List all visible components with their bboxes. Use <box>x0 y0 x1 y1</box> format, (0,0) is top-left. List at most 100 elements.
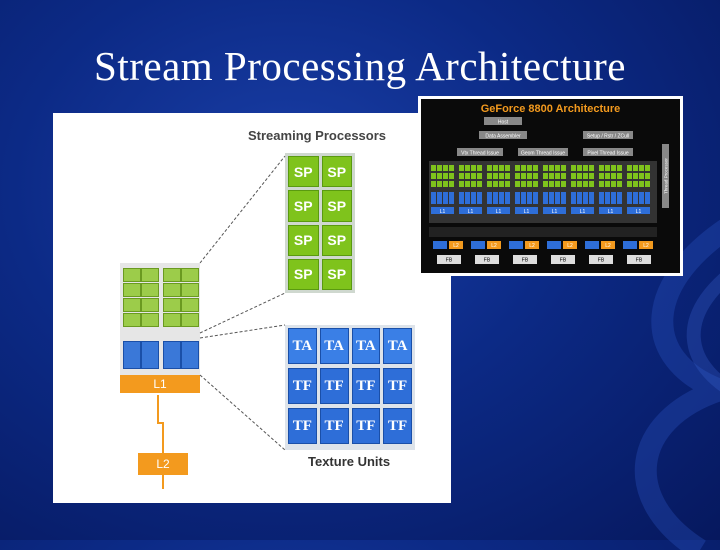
inset-tex-block <box>437 192 442 204</box>
inset-rop-block <box>547 241 561 249</box>
connector-line <box>199 155 286 264</box>
texture-unit-grid: TA TA TA TA TF TF TF TF TF TF TF TF <box>285 325 415 450</box>
mini-sp-block <box>141 268 159 282</box>
l1-cache-block: L1 <box>120 375 200 393</box>
sp-unit: SP <box>321 224 352 256</box>
connector-line <box>199 292 286 334</box>
texture-filter-unit: TF <box>319 368 349 404</box>
host-label: Host <box>498 120 509 126</box>
inset-l1-block <box>599 207 622 214</box>
inset-l1-block <box>459 207 482 214</box>
host-box <box>484 117 522 125</box>
inset-sp-block <box>627 165 632 171</box>
inset-l1-block <box>487 207 510 214</box>
inset-l2-block <box>525 241 539 249</box>
inset-sp-block <box>443 165 448 171</box>
inset-sp-block <box>493 181 498 187</box>
inset-sp-block <box>639 173 644 179</box>
inset-sp-block <box>633 165 638 171</box>
inset-fb-block <box>437 255 461 264</box>
texture-address-unit: TA <box>288 328 317 364</box>
inset-sp-block <box>515 173 520 179</box>
mini-sp-block <box>141 313 159 327</box>
inset-sp-block <box>555 173 560 179</box>
texture-filter-unit: TF <box>288 408 317 444</box>
inset-sp-block <box>543 181 548 187</box>
inset-sp-block <box>505 173 510 179</box>
inset-rop-block <box>471 241 485 249</box>
inset-sp-block <box>437 165 442 171</box>
geforce-diagram-canvas: GeForce 8800 Architecture Host Data Asse… <box>421 99 680 273</box>
processor-cluster-mini <box>120 263 200 393</box>
inset-fb-label: FB <box>484 258 491 264</box>
inset-tex-block <box>605 192 610 204</box>
inset-tex-block <box>633 192 638 204</box>
geforce-inset-title: GeForce 8800 Architecture <box>480 103 621 115</box>
inset-tex-block <box>617 192 622 204</box>
inset-l1-label: L1 <box>468 209 474 215</box>
inset-tex-block <box>505 192 510 204</box>
geom-thread-issue-box <box>518 148 568 156</box>
mini-sp-block <box>123 283 141 297</box>
inset-sp-block <box>527 173 532 179</box>
inset-sp-block <box>627 173 632 179</box>
sp-unit: SP <box>288 224 319 256</box>
inset-sp-block <box>437 173 442 179</box>
inset-l2-label: L2 <box>643 243 649 249</box>
inset-sp-block <box>465 173 470 179</box>
inset-tex-block <box>561 192 566 204</box>
mini-texture-block <box>123 341 141 369</box>
mini-sp-block <box>141 283 159 297</box>
inset-sp-block <box>505 165 510 171</box>
inset-l2-label: L2 <box>529 243 535 249</box>
sp-unit: SP <box>288 258 319 290</box>
inset-sp-block <box>533 173 538 179</box>
inset-sp-block <box>431 165 436 171</box>
geforce-8800-inset: GeForce 8800 Architecture Host Data Asse… <box>418 96 683 276</box>
inset-l1-label: L1 <box>524 209 530 215</box>
inset-tex-block <box>493 192 498 204</box>
sp-unit: SP <box>321 190 352 222</box>
inset-tex-block <box>583 192 588 204</box>
inset-sp-block <box>471 181 476 187</box>
inset-fb-block <box>589 255 613 264</box>
inset-sp-block <box>571 165 576 171</box>
inset-fb-block <box>475 255 499 264</box>
inset-sp-block <box>471 165 476 171</box>
inset-sp-block <box>577 181 582 187</box>
inset-l1-label: L1 <box>636 209 642 215</box>
inset-sp-block <box>487 165 492 171</box>
inset-l1-block <box>571 207 594 214</box>
inset-sp-block <box>431 173 436 179</box>
streaming-processors-caption: Streaming Processors <box>248 128 387 143</box>
geom-thread-issue-label: Geom Thread Issue <box>521 151 565 157</box>
sp-unit: SP <box>288 190 319 222</box>
mini-sp-block <box>141 298 159 312</box>
texture-filter-unit: TF <box>383 408 412 444</box>
mini-sp-block <box>181 268 199 282</box>
inset-tex-block <box>533 192 538 204</box>
inset-sp-block <box>605 165 610 171</box>
texture-address-unit: TA <box>351 328 381 364</box>
inset-tex-block <box>459 192 464 204</box>
mini-sp-block <box>123 268 141 282</box>
inset-sp-block <box>549 173 554 179</box>
inset-sp-block <box>583 181 588 187</box>
inset-sp-block <box>645 165 650 171</box>
inset-sp-block <box>599 173 604 179</box>
inset-sp-block <box>617 173 622 179</box>
inset-sp-block <box>617 181 622 187</box>
inset-tex-block <box>599 192 604 204</box>
inset-sp-block <box>561 173 566 179</box>
streaming-processor-grid: SP SP SP SP SP SP SP SP <box>285 153 355 293</box>
inset-sp-block <box>431 181 436 187</box>
inset-l2-label: L2 <box>491 243 497 249</box>
mini-sp-block <box>123 313 141 327</box>
inset-sp-block <box>589 165 594 171</box>
inset-sp-block <box>577 173 582 179</box>
inset-tex-block <box>577 192 582 204</box>
connector-line <box>199 324 286 339</box>
inset-sp-block <box>645 173 650 179</box>
inset-sp-block <box>571 173 576 179</box>
